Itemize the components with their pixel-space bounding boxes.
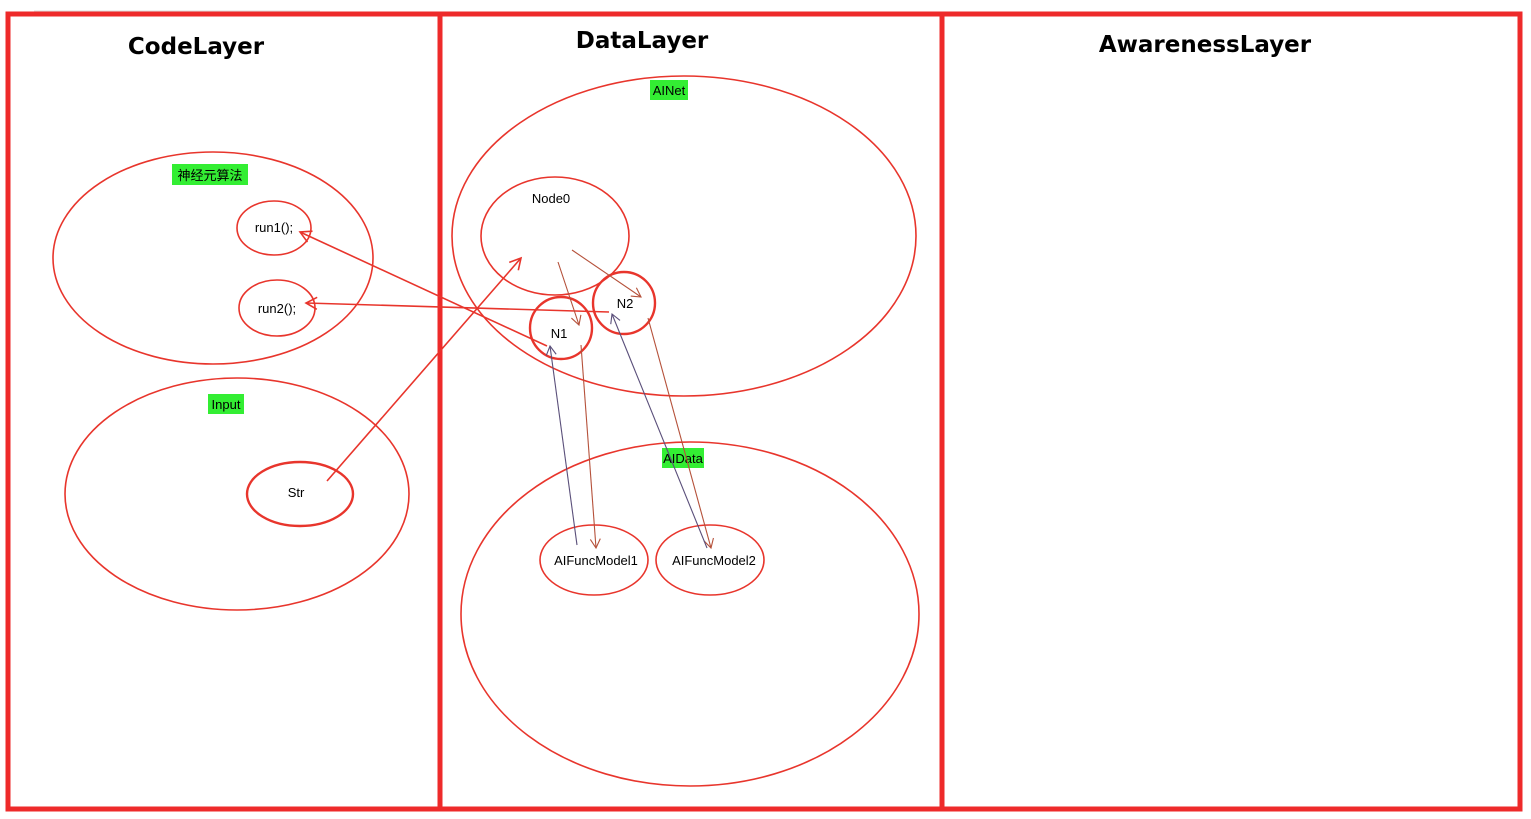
data-layer-title: DataLayer — [576, 28, 709, 54]
arrow-node0-to-n2 — [571, 249, 642, 298]
aidata-tag: AIData — [663, 451, 704, 466]
arrow-n1-to-run1 — [298, 230, 548, 347]
input-tag: Input — [212, 397, 241, 412]
str-node — [245, 460, 355, 528]
aifuncmodel2-label: AIFuncModel2 — [672, 553, 756, 568]
aifuncmodel2-node — [655, 524, 765, 596]
awareness-layer-frame — [939, 11, 1523, 812]
arrow-n2-to-aifuncmodel2 — [647, 317, 714, 550]
ainet-group — [451, 75, 917, 397]
arrow-n1-to-aifuncmodel1 — [580, 344, 601, 550]
neuron-algorithm-group — [52, 151, 374, 365]
data-layer-frame — [437, 11, 945, 812]
n1-label: N1 — [551, 326, 568, 341]
arrow-aifuncmodel1-to-n1 — [545, 344, 578, 546]
node0-label: Node0 — [532, 191, 570, 206]
awareness-layer-title: AwarenessLayer — [1099, 32, 1312, 58]
ainet-tag: AINet — [653, 83, 686, 98]
node0-node — [480, 176, 630, 296]
arrow-aifuncmodel2-to-n2 — [610, 312, 708, 549]
n1-node — [528, 295, 594, 361]
aifuncmodel1-label: AIFuncModel1 — [554, 553, 638, 568]
code-layer-title: CodeLayer — [128, 34, 265, 60]
ainet-tag-bg — [650, 80, 688, 100]
run1-node — [236, 200, 312, 256]
run2-label: run2(); — [258, 301, 296, 316]
n2-label: N2 — [617, 296, 634, 311]
str-label: Str — [288, 485, 305, 500]
arrow-str-to-node0 — [326, 256, 523, 482]
aidata-group — [460, 441, 920, 787]
input-group — [64, 377, 410, 611]
n2-node — [591, 270, 657, 336]
arrow-node0-to-n1 — [557, 261, 582, 327]
input-tag-bg — [208, 394, 244, 414]
run1-label: run1(); — [255, 220, 293, 235]
neuron-algorithm-tag-bg — [172, 164, 248, 185]
arrow-n2-to-run2 — [304, 296, 610, 313]
neuron-algorithm-tag: 神经元算法 — [177, 168, 242, 183]
